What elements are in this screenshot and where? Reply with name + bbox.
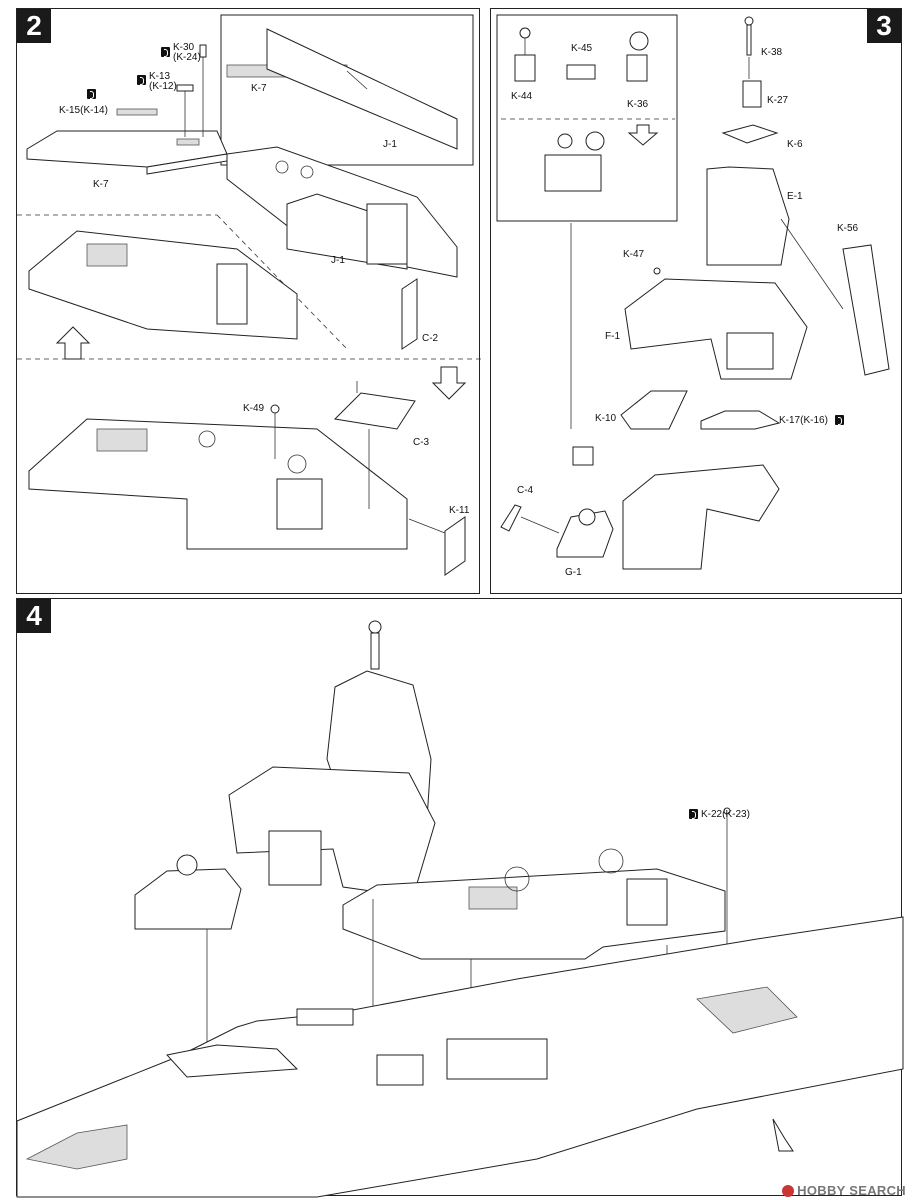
label-f1: F-1 <box>605 331 620 342</box>
label-k10: K-10 <box>595 413 617 424</box>
label-c3: C-3 <box>413 437 430 448</box>
inset-arrow <box>346 70 368 90</box>
assembled-preview <box>28 230 298 340</box>
c2-part <box>401 278 418 350</box>
k30-part <box>199 44 207 58</box>
k15-part <box>116 108 158 116</box>
k11-part <box>444 516 466 576</box>
e1-part <box>706 166 790 266</box>
label-k13: K-13 <box>149 71 171 82</box>
part-side-icon <box>161 47 170 57</box>
vls-cells-aft <box>696 986 798 1034</box>
label-k47: K-47 <box>623 249 645 260</box>
step-4-drawing <box>16 620 904 1198</box>
k38-part <box>744 16 754 26</box>
part-side-icon <box>137 75 146 85</box>
part-side-icon <box>835 415 844 425</box>
step-3-panel: 3 <box>490 8 902 594</box>
c3-part <box>333 392 416 430</box>
label-c2: C-2 <box>422 333 439 344</box>
deck-outline <box>166 1044 299 1078</box>
hangar-door <box>446 1038 548 1080</box>
label-j1-inset: J-1 <box>383 139 397 150</box>
step-4-number: 4 <box>17 599 51 633</box>
mast-top <box>368 620 382 634</box>
k45-part <box>566 64 596 80</box>
c4-part <box>500 504 522 532</box>
g1-part <box>556 510 614 558</box>
label-k15: K-15(K-14) <box>59 105 108 116</box>
label-k7: K-7 <box>93 179 109 190</box>
label-c4: C-4 <box>517 485 534 496</box>
k44-part <box>514 54 536 82</box>
part-side-icon <box>87 89 96 99</box>
step-3-drawing <box>496 14 890 570</box>
step-2-panel: 2 ! <box>16 8 481 594</box>
step-4-panel: 4 K-22(K-23) <box>16 598 904 1198</box>
label-g1: G-1 <box>565 567 582 578</box>
k10-part <box>620 390 688 430</box>
k49-part <box>270 404 280 414</box>
j1-part-inset <box>266 28 458 150</box>
base-deck <box>622 464 780 570</box>
label-k22: K-22(K-23) <box>701 809 750 820</box>
sensor-assembled <box>544 154 602 192</box>
label-k36: K-36 <box>627 99 649 110</box>
step-2-drawing <box>17 14 481 576</box>
gun-mount <box>134 868 242 930</box>
k47-part <box>653 267 661 275</box>
label-k24: (K-24) <box>173 52 201 63</box>
k6-part <box>721 124 779 144</box>
label-k56: K-56 <box>837 223 859 234</box>
k56-part <box>842 244 890 376</box>
label-k44: K-44 <box>511 91 533 102</box>
arrow-down-icon <box>627 124 659 146</box>
k17-part <box>700 410 781 430</box>
label-k27: K-27 <box>767 95 789 106</box>
k36-part <box>626 54 648 82</box>
arrow-down-icon <box>431 366 467 400</box>
k22-part <box>723 807 731 815</box>
gun-turret <box>572 446 594 466</box>
arrow-up-icon <box>55 326 91 360</box>
label-k12: (K-12) <box>149 81 177 92</box>
step-3-number: 3 <box>867 9 901 43</box>
watermark-text: HOBBY SEARCH <box>797 1183 906 1198</box>
label-k6: K-6 <box>787 139 803 150</box>
bridge-block <box>228 766 436 898</box>
label-k30: K-30 <box>173 42 195 53</box>
step-2-number: 2 <box>17 9 51 43</box>
rudder <box>772 1118 794 1152</box>
label-k49: K-49 <box>243 403 265 414</box>
label-k45: K-45 <box>571 43 593 54</box>
label-k7-inset: K-7 <box>251 83 267 94</box>
label-k38: K-38 <box>761 47 783 58</box>
k27-part <box>742 80 762 108</box>
label-k17: K-17(K-16) <box>779 415 828 426</box>
label-j1: J-1 <box>331 255 345 266</box>
watermark-logo-icon <box>782 1185 795 1197</box>
watermark: HOBBY SEARCH <box>782 1183 906 1198</box>
vls-cells-fwd <box>25 1124 128 1170</box>
k13-part <box>176 84 194 92</box>
gun-turret <box>176 854 198 876</box>
assembled-step2 <box>28 418 408 550</box>
j1-tower <box>366 203 408 265</box>
label-k11: K-11 <box>449 505 470 516</box>
part-side-icon <box>689 809 698 819</box>
f1-part <box>624 278 808 380</box>
label-e1: E-1 <box>787 191 803 202</box>
